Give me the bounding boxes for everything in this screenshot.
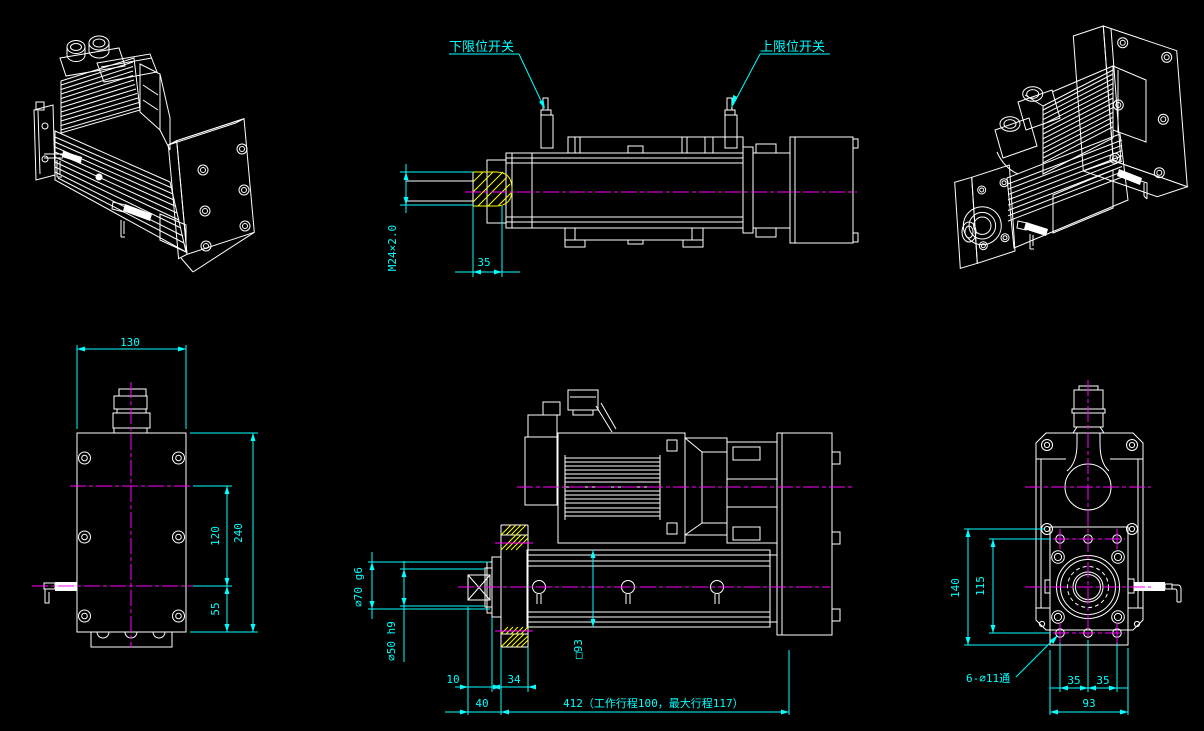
svg-text:412（工作行程100，最大行程117）: 412（工作行程100，最大行程117） [563,696,744,710]
dim-rod-50: ⌀50 h9 [385,561,485,662]
dim-nose-35: 35 [455,206,520,277]
svg-text:240: 240 [232,523,245,543]
dim-nose-text: 35 [477,256,490,269]
dim-140: 140 [949,528,1048,646]
motor-fins [565,457,660,517]
dim-40-412: 40 412（工作行程100，最大行程117） [445,650,790,715]
iso-sensor-left [1016,220,1048,250]
iso-sensor-1 [44,151,82,178]
iso-sensor-2 [111,201,152,238]
svg-text:⌀50 h9: ⌀50 h9 [385,621,398,661]
view-isometric-front [954,25,1189,269]
svg-text:140: 140 [949,578,962,598]
bolt-holes [78,451,185,623]
svg-text:34: 34 [507,673,521,686]
svg-text:93: 93 [1082,697,1095,710]
dim-120: 120 [193,485,232,587]
view-isometric-rear [33,35,255,273]
label-lower-limit-switch: 下限位开关 [449,40,545,109]
iso-front-plate-bolts [977,178,1010,251]
iso-sensor-right [1117,169,1148,200]
svg-text:□93: □93 [572,639,585,659]
label-upper-limit-switch: 上限位开关 [731,40,830,109]
svg-text:6-⌀11通: 6-⌀11通 [966,672,1010,685]
view-end-elevation: 140 115 6-⌀11通 35 35 [949,380,1182,715]
iso-tube-rails-right [1007,139,1123,222]
dim-10-34: 10 34 [446,607,536,715]
dim-130: 130 [76,336,187,429]
svg-text:130: 130 [120,336,140,349]
svg-text:35: 35 [1067,674,1080,687]
dim-35-35: 35 35 [1050,640,1128,692]
svg-text:120: 120 [209,526,222,546]
dim-thread-m24: M24×2.0 [386,164,473,271]
svg-text:35: 35 [1096,674,1109,687]
iso-motor-fins [60,61,141,131]
svg-text:下限位开关: 下限位开关 [449,40,514,55]
svg-text:上限位开关: 上限位开关 [760,40,825,55]
svg-text:10: 10 [446,673,459,686]
label-holes: 6-⌀11通 [966,635,1058,685]
view-front-elevation: 130 240 120 55 [32,336,258,648]
dim-115: 115 [974,538,1051,634]
view-side-elevation-top: M24×2.0 35 下限位开关 上限位开关 [386,40,859,277]
dim-body-93: □93 [572,550,596,659]
svg-text:115: 115 [974,576,987,596]
iso-motor-fins-right [1042,73,1114,164]
svg-text:40: 40 [475,697,488,710]
dim-240: 240 [190,432,258,633]
dim-thread-text: M24×2.0 [386,225,399,271]
view-side-elevation-bottom: ⌀70 g6 ⌀50 h9 □93 10 34 [352,389,853,715]
dim-93: 93 [1049,648,1129,715]
dim-flange-70: ⌀70 g6 [352,552,490,619]
iso-plate-bolts [197,143,251,252]
svg-text:55: 55 [209,602,222,615]
housing-corner-bolts [1038,439,1141,628]
dim-55: 55 [209,586,230,632]
svg-text:⌀70 g6: ⌀70 g6 [352,567,365,607]
